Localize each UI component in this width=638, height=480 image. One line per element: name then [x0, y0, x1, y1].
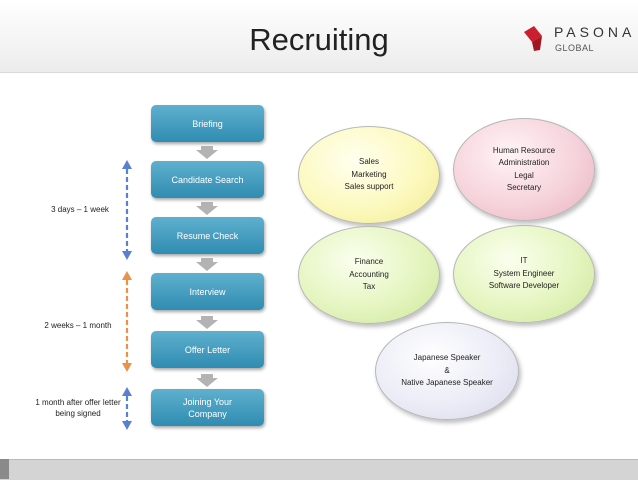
- category-line: Japanese Speaker: [413, 353, 481, 363]
- category-line: Administration: [498, 158, 550, 167]
- category-hr-oval: Human Resource Administration Legal Secr…: [453, 118, 595, 221]
- duration-bracket-blue-icon: [122, 160, 132, 260]
- category-line: Sales support: [344, 182, 394, 192]
- down-arrow-icon: [196, 202, 218, 215]
- footer-bar: [0, 459, 638, 480]
- category-it-oval: IT System Engineer Software Developer: [453, 225, 595, 323]
- category-line: Software Developer: [488, 281, 560, 291]
- step-resume-check: Resume Check: [151, 217, 264, 254]
- duration-bracket-blue-icon: [122, 387, 132, 430]
- step-interview: Interview: [151, 273, 264, 310]
- duration-label: 1 month after offer letter being signed: [35, 398, 121, 418]
- category-sales-oval: Sales Marketing Sales support: [298, 126, 440, 224]
- duration-label: 2 weeks – 1 month: [44, 321, 112, 330]
- down-arrow-icon: [196, 258, 218, 271]
- category-line: &: [444, 365, 450, 375]
- duration-bracket-orange-icon: [122, 271, 132, 372]
- pasona-global-logo: PASONA GLOBAL: [521, 22, 633, 62]
- category-line: Sales: [358, 157, 379, 167]
- down-arrow-icon: [196, 146, 218, 159]
- category-line: Tax: [362, 282, 376, 292]
- duration-label: 3 days – 1 week: [51, 205, 109, 214]
- category-line: Secretary: [506, 183, 542, 192]
- category-line: Native Japanese Speaker: [401, 378, 493, 388]
- step-offer-letter: Offer Letter: [151, 331, 264, 368]
- step-joining-company: Joining Your Company: [151, 389, 264, 426]
- category-line: Human Resource: [492, 145, 556, 155]
- category-line: Accounting: [349, 269, 389, 279]
- down-arrow-icon: [196, 374, 218, 387]
- category-line: Marketing: [351, 169, 387, 179]
- logo-mark-icon: [524, 26, 542, 51]
- logo-subtitle: GLOBAL: [555, 43, 595, 53]
- down-arrow-icon: [196, 316, 218, 329]
- category-japanese-oval: Japanese Speaker & Native Japanese Speak…: [375, 322, 519, 420]
- logo-name: PASONA: [554, 24, 636, 40]
- category-line: IT: [520, 256, 528, 266]
- category-finance-oval: Finance Accounting Tax: [298, 226, 440, 324]
- page-title: Recruiting: [249, 22, 389, 57]
- step-candidate-search: Candidate Search: [151, 161, 264, 198]
- category-line: Finance: [354, 257, 384, 267]
- category-line: Legal: [514, 170, 534, 180]
- category-line: System Engineer: [493, 268, 555, 278]
- footer-accent: [0, 459, 9, 479]
- step-briefing: Briefing: [151, 105, 264, 142]
